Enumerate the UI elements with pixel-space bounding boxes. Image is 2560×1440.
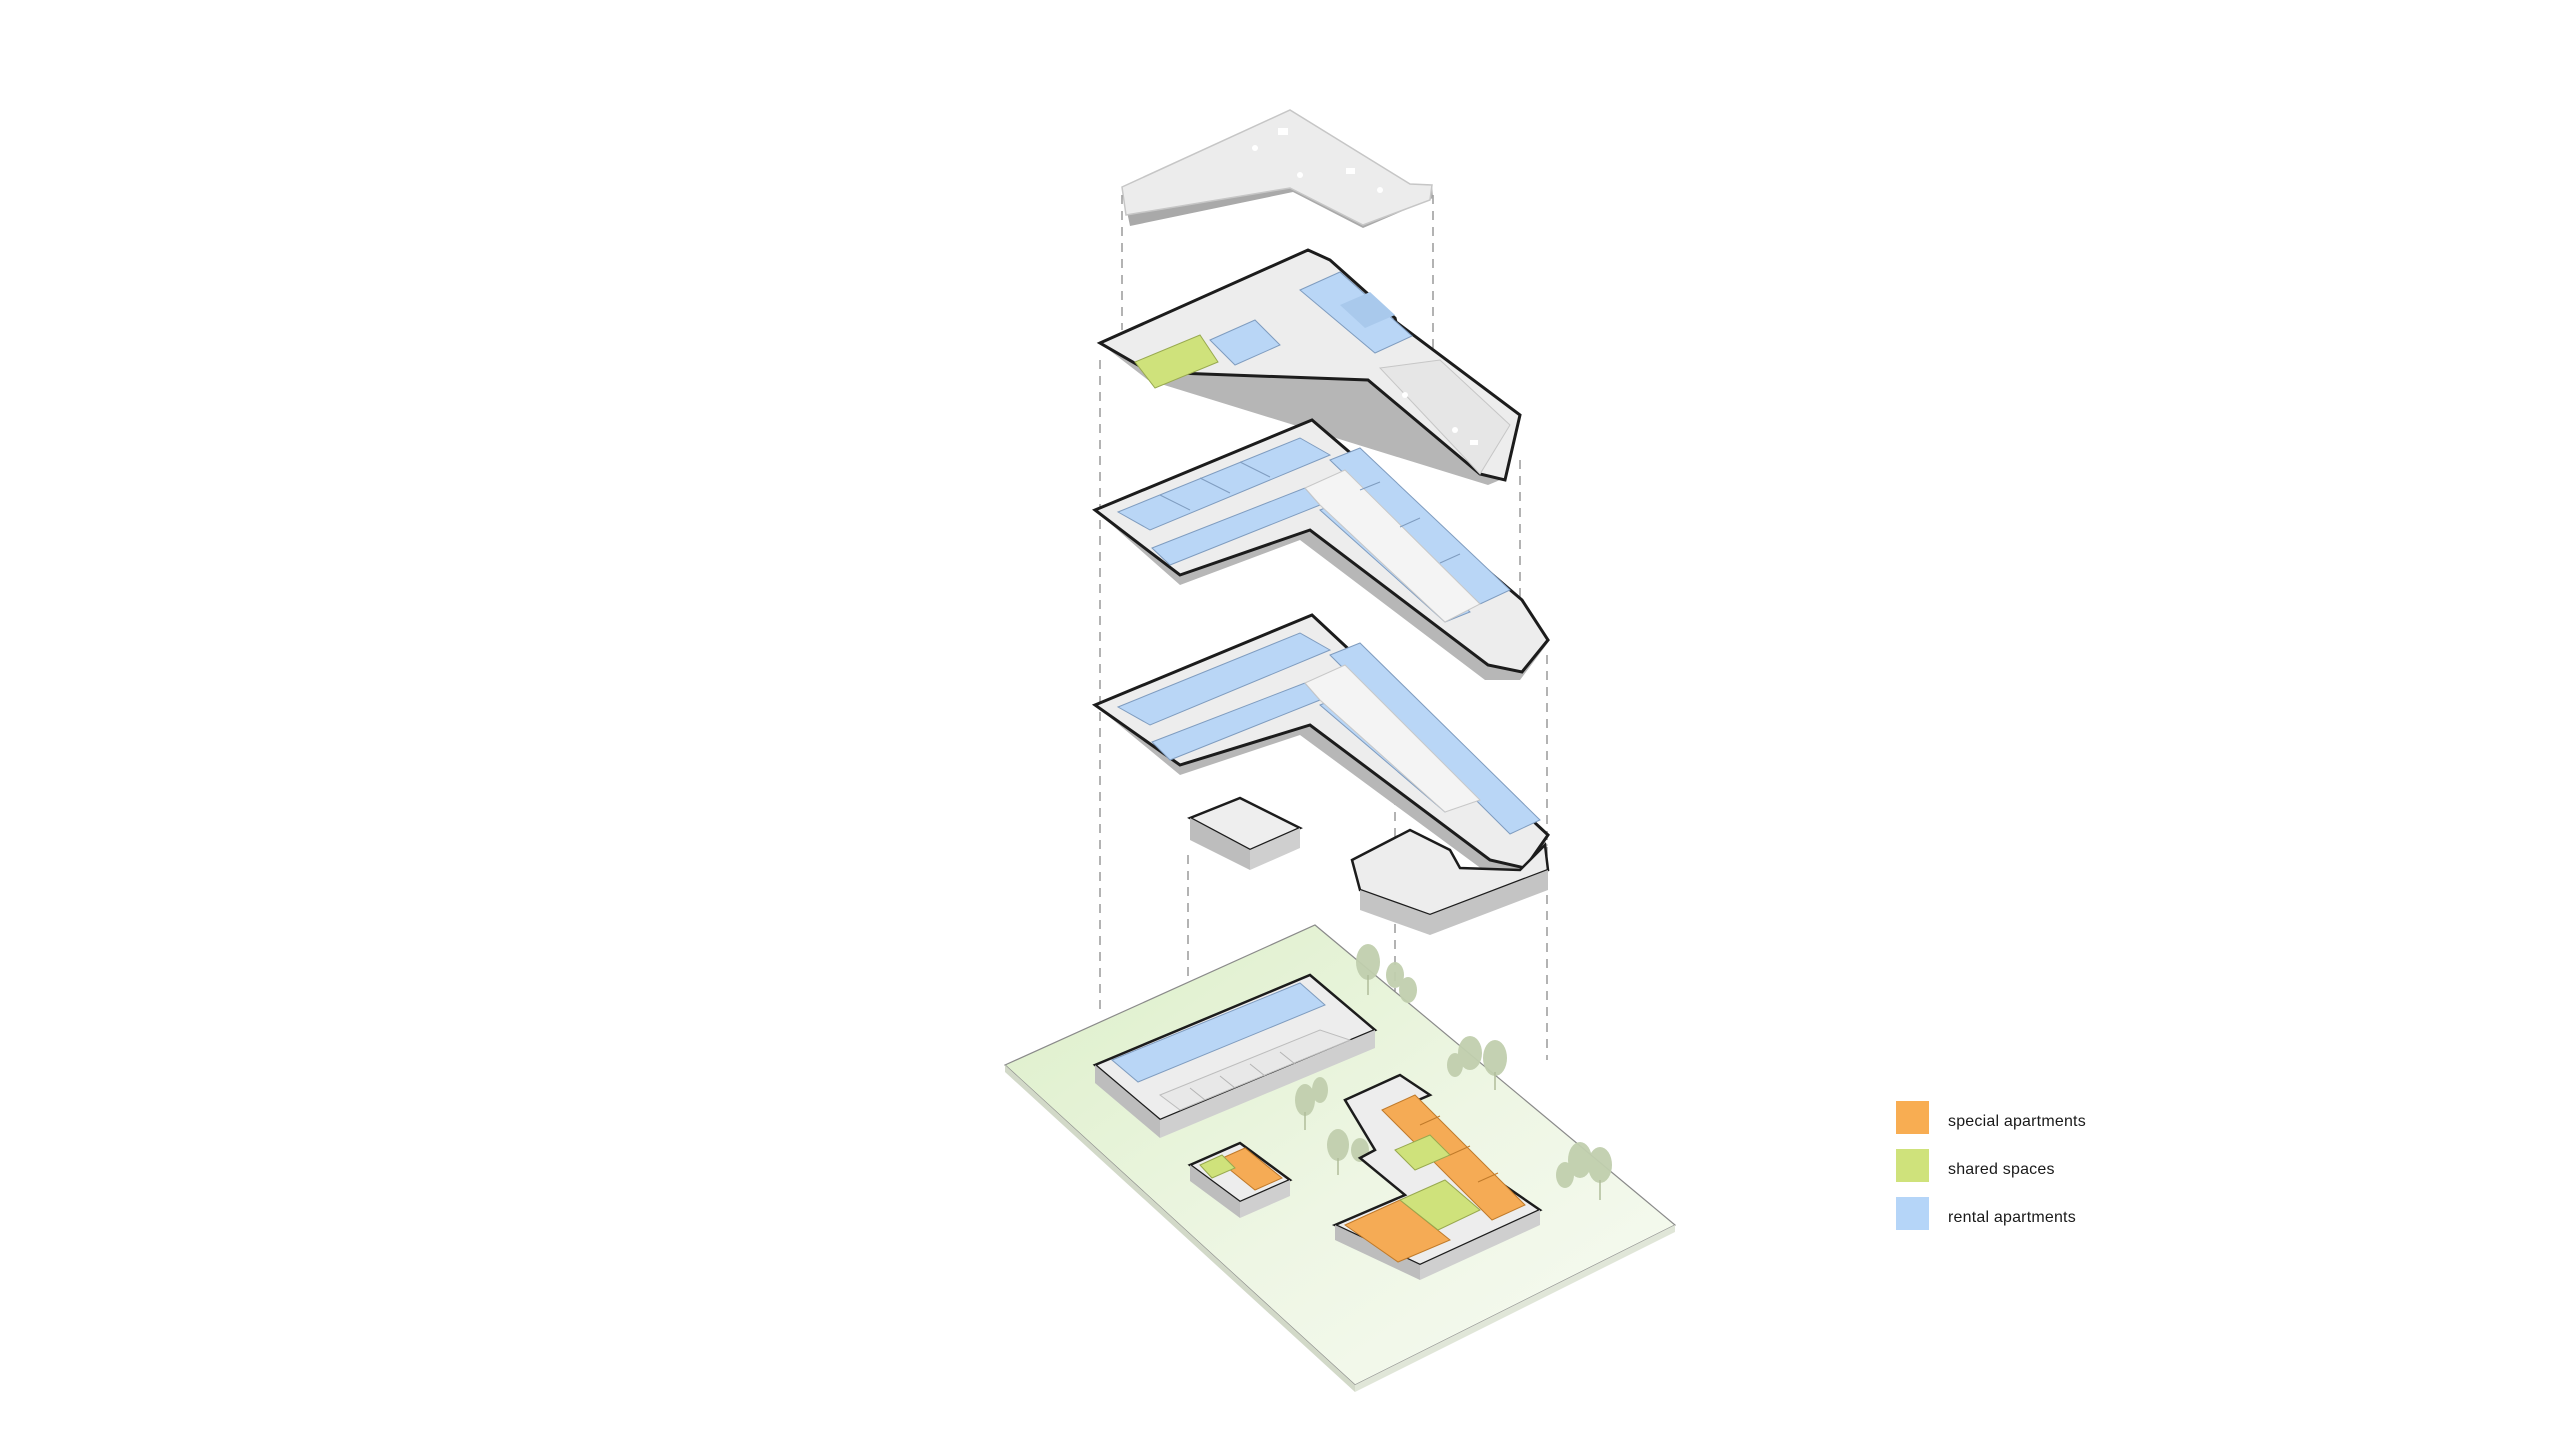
legend-item-special-apartments: special apartments	[1896, 1098, 2236, 1146]
roof-level	[1121, 109, 1433, 228]
legend-swatches	[1896, 1101, 1929, 1230]
legend: special apartments shared spaces rental …	[1896, 1098, 2236, 1242]
third-floor-level	[1096, 248, 1522, 485]
detached-block	[1187, 796, 1303, 870]
site-ground-level	[1003, 924, 1677, 1392]
legend-item-rental-apartments: rental apartments	[1896, 1194, 2236, 1242]
legend-swatch-rental	[1896, 1197, 1929, 1230]
first-floor-level	[1091, 613, 1550, 935]
legend-item-shared-spaces: shared spaces	[1896, 1146, 2236, 1194]
trees	[1295, 944, 1612, 1188]
legend-label-special-apartments: special apartments	[1948, 1113, 2086, 1130]
legend-swatch-shared	[1896, 1149, 1929, 1182]
legend-label-shared-spaces: shared spaces	[1948, 1161, 2055, 1178]
legend-label-rental-apartments: rental apartments	[1948, 1209, 2076, 1226]
second-floor-level	[1092, 418, 1550, 680]
legend-swatch-special	[1896, 1101, 1929, 1134]
